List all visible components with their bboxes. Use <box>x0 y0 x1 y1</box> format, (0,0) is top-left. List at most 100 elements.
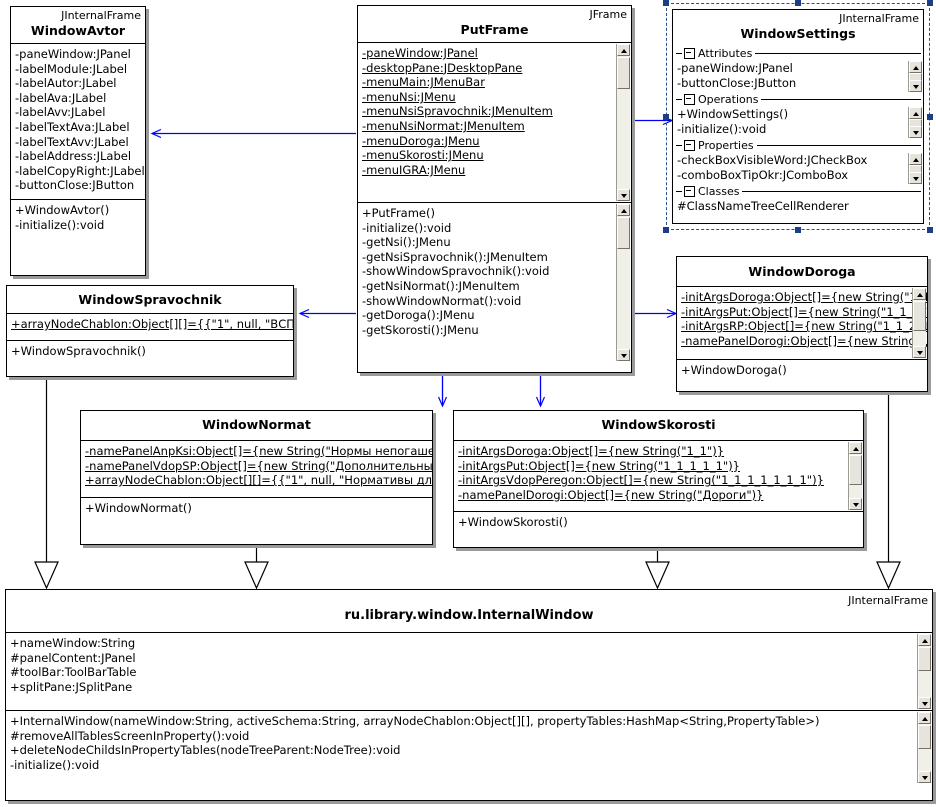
selection-handle[interactable] <box>927 114 933 120</box>
scroll-down-arrow-icon[interactable] <box>849 498 862 510</box>
class-stereotype: JInternalFrame <box>839 12 919 25</box>
selection-handle[interactable] <box>795 0 801 6</box>
class-box-windowavtor[interactable]: JInternalFrame WindowAvtor -paneWindow:J… <box>10 6 146 276</box>
attribute-row: -labelTextAvv:JLabel <box>15 134 129 149</box>
group-rule-left <box>676 191 682 192</box>
operation-list: +WindowSettings() -initialize():void <box>673 107 923 136</box>
scroll-down-arrow-icon[interactable] <box>918 697 931 709</box>
attribute-row: -menuNsiNormat:JMenuItem <box>362 118 525 133</box>
attribute-row: -namePanelVdopSP:Object[]={new String("Д… <box>85 458 432 473</box>
operation-row: +deleteNodeChildsInPropertyTables(nodeTr… <box>10 743 401 758</box>
scroll-up-arrow-icon[interactable] <box>617 44 630 56</box>
selection-handle[interactable] <box>927 227 933 233</box>
attribute-row: -paneWindow:JPanel <box>362 46 478 60</box>
attribute-row: -menuSkorosti:JMenu <box>362 148 484 163</box>
class-box-windownormat[interactable]: WindowNormat -namePanelAnpKsi:Object[]={… <box>80 410 433 545</box>
attributes-group-body: -paneWindow:JPanel -buttonClose:JButton <box>673 61 923 92</box>
scroll-down-arrow-icon[interactable] <box>918 771 931 783</box>
attribute-list: -paneWindow:JPanel -labelModule:JLabel -… <box>11 44 145 196</box>
class-box-windowskorosti[interactable]: WindowSkorosti -initArgsDoroga:Object[]=… <box>453 410 864 548</box>
nested-class-row: #ClassNameTreeCellRenderer <box>677 199 849 213</box>
scrollbar-thumb[interactable] <box>918 647 931 671</box>
class-name: WindowSkorosti <box>601 417 716 432</box>
operations-scrollbar[interactable] <box>616 204 630 361</box>
scrollbar-thumb[interactable] <box>913 301 926 331</box>
scroll-up-arrow-icon[interactable] <box>617 204 630 216</box>
selection-handle[interactable] <box>663 114 669 120</box>
group-header-operations[interactable]: Operations <box>673 92 923 107</box>
scroll-down-arrow-icon[interactable] <box>617 349 630 361</box>
collapse-minus-icon[interactable] <box>684 140 695 151</box>
collapse-minus-icon[interactable] <box>684 186 695 197</box>
group-header-classes[interactable]: Classes <box>673 184 923 199</box>
operation-row: +WindowNormat() <box>85 501 192 515</box>
attribute-row: -namePanelDorogi:Object[]={new String("Д… <box>458 487 764 502</box>
collapse-minus-icon[interactable] <box>684 94 695 105</box>
operation-row: +WindowSettings() <box>677 107 789 121</box>
class-stereotype: JInternalFrame <box>61 9 141 22</box>
attributes-compartment: -paneWindow:JPanel -desktopPane:JDesktop… <box>358 42 631 202</box>
selection-handle[interactable] <box>795 227 801 233</box>
operations-scrollbar[interactable] <box>908 107 922 138</box>
attributes-compartment: +nameWindow:String #panelContent:JPanel … <box>6 632 932 710</box>
group-rule-left <box>676 99 682 100</box>
operation-row: +InternalWindow(nameWindow:String, activ… <box>10 714 820 728</box>
class-box-windowsettings[interactable]: JInternalFrame WindowSettings Attributes… <box>672 9 924 224</box>
classes-group-body: #ClassNameTreeCellRenderer <box>673 199 923 214</box>
group-label: Attributes <box>698 47 753 60</box>
operation-list: +WindowSpravochnik() <box>7 341 293 362</box>
class-box-windowspravochnik[interactable]: WindowSpravochnik +arrayNodeChablon:Obje… <box>6 285 294 377</box>
scrollbar-thumb[interactable] <box>617 57 630 89</box>
attributes-scrollbar[interactable] <box>908 61 922 92</box>
scroll-down-arrow-icon[interactable] <box>909 172 922 184</box>
attributes-scrollbar[interactable] <box>848 442 862 510</box>
attribute-row: -menuNsi:JMenu <box>362 89 456 104</box>
scroll-down-arrow-icon[interactable] <box>909 80 922 92</box>
group-header-properties[interactable]: Properties <box>673 138 923 153</box>
class-header: JInternalFrame ru.library.window.Interna… <box>6 590 932 632</box>
scroll-up-arrow-icon[interactable] <box>913 288 926 300</box>
collapse-minus-icon[interactable] <box>684 48 695 59</box>
attributes-scrollbar[interactable] <box>917 634 931 709</box>
class-name: WindowAvtor <box>30 23 126 38</box>
scroll-up-arrow-icon[interactable] <box>909 153 922 165</box>
group-rule-left <box>676 53 682 54</box>
operation-row: +WindowSpravochnik() <box>11 344 146 358</box>
attributes-compartment: +arrayNodeChablon:Object[][]={{"1", null… <box>7 313 293 340</box>
class-box-putframe[interactable]: JFrame PutFrame -paneWindow:JPanel -desk… <box>357 5 632 373</box>
scrollbar-thumb[interactable] <box>617 217 630 249</box>
scrollbar-thumb[interactable] <box>849 455 862 485</box>
scroll-up-arrow-icon[interactable] <box>849 442 862 454</box>
selection-handle[interactable] <box>663 227 669 233</box>
class-box-windowdoroga[interactable]: WindowDoroga -initArgsDoroga:Object[]={n… <box>676 256 928 392</box>
operation-row: -getDoroga():JMenu <box>362 308 475 323</box>
scroll-down-arrow-icon[interactable] <box>909 126 922 138</box>
attribute-row: -initArgsPut:Object[]={new String("1_1_1… <box>681 304 927 319</box>
scroll-down-arrow-icon[interactable] <box>617 189 630 201</box>
class-name: WindowDoroga <box>748 264 856 279</box>
group-header-attributes[interactable]: Attributes <box>673 46 923 61</box>
class-name: WindowSettings <box>740 26 856 41</box>
operations-scrollbar[interactable] <box>917 712 931 783</box>
selection-handle[interactable] <box>927 0 933 6</box>
scrollbar-thumb[interactable] <box>918 725 931 749</box>
operations-compartment: +WindowNormat() <box>81 497 432 545</box>
attribute-list: +nameWindow:String #panelContent:JPanel … <box>6 633 932 697</box>
group-label: Properties <box>698 139 754 152</box>
selection-handle[interactable] <box>663 0 669 6</box>
operation-row: #removeAllTablesScreenInProperty():void <box>10 728 250 743</box>
properties-scrollbar[interactable] <box>908 153 922 184</box>
scroll-up-arrow-icon[interactable] <box>918 634 931 646</box>
scroll-down-arrow-icon[interactable] <box>913 346 926 358</box>
attributes-scrollbar[interactable] <box>912 288 926 358</box>
operation-row: -initialize():void <box>15 217 105 232</box>
attributes-scrollbar[interactable] <box>616 44 630 201</box>
class-box-internalwindow[interactable]: JInternalFrame ru.library.window.Interna… <box>5 589 933 801</box>
scroll-up-arrow-icon[interactable] <box>918 712 931 724</box>
scroll-up-arrow-icon[interactable] <box>909 61 922 73</box>
attributes-compartment: -initArgsDoroga:Object[]={new String("1_… <box>454 440 863 511</box>
operation-row: +WindowAvtor() <box>15 203 110 217</box>
operations-compartment: +WindowAvtor() -initialize():void <box>11 199 145 238</box>
scroll-up-arrow-icon[interactable] <box>909 107 922 119</box>
attribute-row: -labelAva:JLabel <box>15 90 107 105</box>
